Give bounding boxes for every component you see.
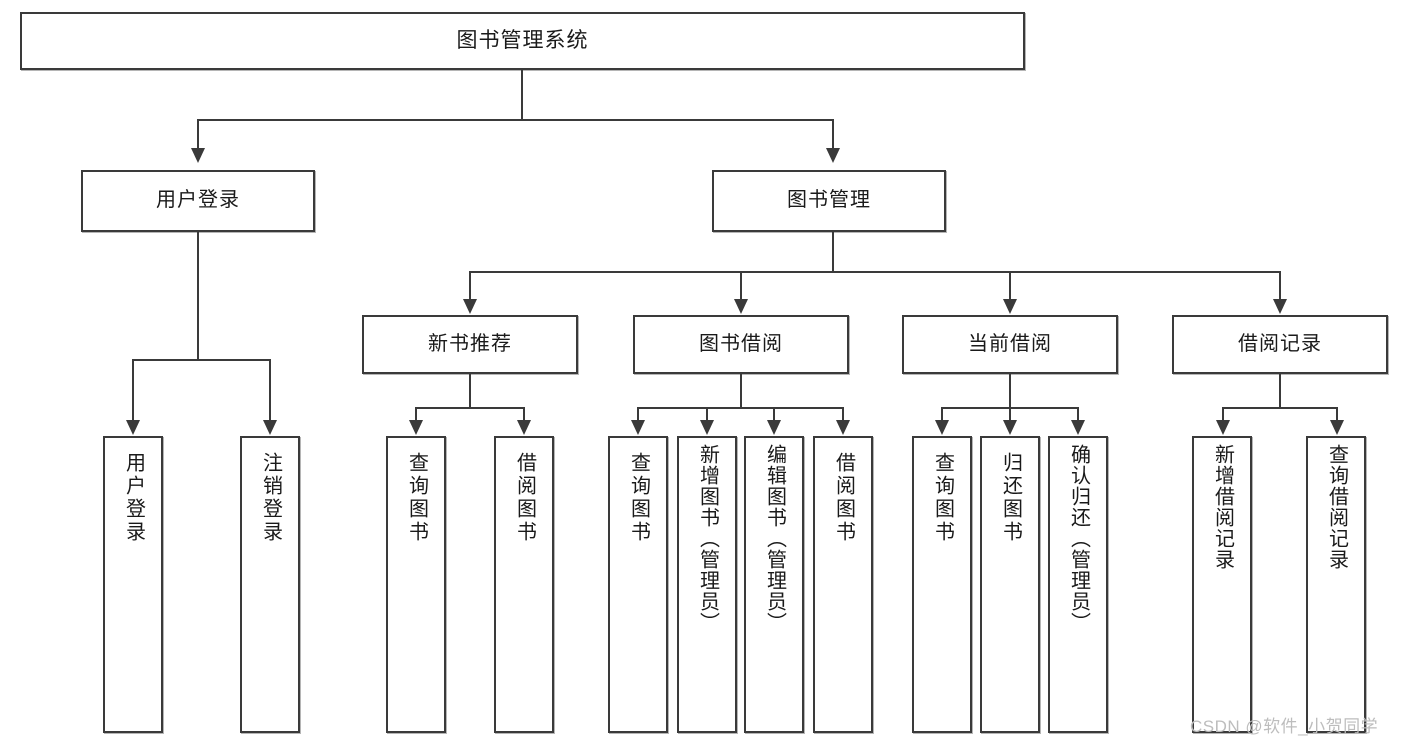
connector-br-branch-1 [1222, 407, 1224, 421]
node-label: 图书借阅 [699, 332, 783, 355]
node-label: 图书管理 [787, 189, 871, 212]
arrow-to-cb-leaf-1 [935, 420, 949, 435]
connector-nbr-stem [469, 374, 471, 408]
leaf-br-add-record[interactable]: 新增借阅记录 [1192, 436, 1252, 733]
node-label: 借阅图书 [832, 452, 855, 544]
arrow-to-logout-leaf [263, 420, 277, 435]
node-book-borrow[interactable]: 图书借阅 [633, 315, 849, 374]
arrow-to-nbr-leaf-1 [409, 420, 423, 435]
arrow-to-bb-leaf-3 [767, 420, 781, 435]
arrow-to-br-leaf-2 [1330, 420, 1344, 435]
connector-cb-branch-1 [941, 407, 943, 421]
node-book-management[interactable]: 图书管理 [712, 170, 946, 232]
leaf-nbr-borrow-book[interactable]: 借阅图书 [494, 436, 554, 733]
connector-cb-branch-2 [1009, 407, 1011, 421]
node-label: 当前借阅 [968, 332, 1052, 355]
connector-root-to-book-management [832, 119, 834, 149]
node-label: 查询图书 [405, 452, 428, 544]
node-label: 借阅图书 [513, 452, 536, 544]
connector-bm-branch-1 [469, 271, 471, 300]
node-label: 查询借阅记录 [1325, 444, 1348, 570]
node-root-book-management-system[interactable]: 图书管理系统 [20, 12, 1025, 70]
connector-book-management-bus [469, 271, 1281, 273]
connector-bb-branch-4 [842, 407, 844, 421]
connector-bb-branch-3 [773, 407, 775, 421]
node-label: 查询图书 [931, 452, 954, 544]
node-current-borrow[interactable]: 当前借阅 [902, 315, 1118, 374]
leaf-logout[interactable]: 注销登录 [240, 436, 300, 733]
connector-book-management-stem [832, 232, 834, 272]
connector-cb-branch-3 [1077, 407, 1079, 421]
node-label: 新增图书（管理员） [696, 444, 719, 633]
connector-bb-stem [740, 374, 742, 408]
arrow-to-user-login-leaf [126, 420, 140, 435]
node-label: 确认归还（管理员） [1067, 444, 1090, 633]
connector-bb-bus [637, 407, 843, 409]
connector-br-bus [1222, 407, 1337, 409]
connector-cb-stem [1009, 374, 1011, 408]
connector-user-login-bus [132, 359, 270, 361]
arrow-to-borrow-record [1273, 299, 1287, 314]
node-label: 归还图书 [999, 452, 1022, 544]
connector-user-login-branch-1 [132, 359, 134, 421]
arrow-to-book-borrow [734, 299, 748, 314]
node-new-book-recommend[interactable]: 新书推荐 [362, 315, 578, 374]
arrow-to-cb-leaf-2 [1003, 420, 1017, 435]
arrow-to-book-management [826, 148, 840, 163]
connector-bb-branch-1 [637, 407, 639, 421]
node-label: 新增借阅记录 [1211, 444, 1234, 570]
arrow-to-new-book-recommend [463, 299, 477, 314]
node-label: 查询图书 [627, 452, 650, 544]
leaf-br-query-record[interactable]: 查询借阅记录 [1306, 436, 1366, 733]
node-label: 用户登录 [122, 452, 145, 544]
node-label: 注销登录 [259, 452, 282, 544]
leaf-bb-borrow-book[interactable]: 借阅图书 [813, 436, 873, 733]
arrow-to-cb-leaf-3 [1071, 420, 1085, 435]
leaf-cb-query-book[interactable]: 查询图书 [912, 436, 972, 733]
connector-nbr-branch-2 [523, 407, 525, 421]
node-label: 编辑图书（管理员） [763, 444, 786, 633]
connector-root-bus [197, 119, 834, 121]
node-label: 新书推荐 [428, 332, 512, 355]
connector-nbr-bus [415, 407, 524, 409]
arrow-to-bb-leaf-1 [631, 420, 645, 435]
arrow-to-nbr-leaf-2 [517, 420, 531, 435]
connector-root-stem [521, 70, 523, 120]
arrow-to-current-borrow [1003, 299, 1017, 314]
connector-nbr-branch-1 [415, 407, 417, 421]
node-borrow-record[interactable]: 借阅记录 [1172, 315, 1388, 374]
connector-user-login-stem [197, 232, 199, 360]
connector-br-stem [1279, 374, 1281, 408]
leaf-bb-edit-book-admin[interactable]: 编辑图书（管理员） [744, 436, 804, 733]
connector-br-branch-2 [1336, 407, 1338, 421]
connector-root-to-user-login [197, 119, 199, 149]
arrow-to-user-login [191, 148, 205, 163]
connector-bb-branch-2 [706, 407, 708, 421]
node-label: 图书管理系统 [456, 28, 589, 52]
leaf-cb-return-book[interactable]: 归还图书 [980, 436, 1040, 733]
arrow-to-bb-leaf-2 [700, 420, 714, 435]
node-user-login[interactable]: 用户登录 [81, 170, 315, 232]
connector-bm-branch-2 [740, 271, 742, 300]
node-label: 用户登录 [156, 189, 240, 212]
connector-user-login-branch-2 [269, 359, 271, 421]
leaf-nbr-query-book[interactable]: 查询图书 [386, 436, 446, 733]
leaf-cb-confirm-return-admin[interactable]: 确认归还（管理员） [1048, 436, 1108, 733]
connector-bm-branch-4 [1279, 271, 1281, 300]
leaf-bb-query-book[interactable]: 查询图书 [608, 436, 668, 733]
leaf-user-login[interactable]: 用户登录 [103, 436, 163, 733]
connector-bm-branch-3 [1009, 271, 1011, 300]
leaf-bb-add-book-admin[interactable]: 新增图书（管理员） [677, 436, 737, 733]
node-label: 借阅记录 [1238, 332, 1322, 355]
arrow-to-br-leaf-1 [1216, 420, 1230, 435]
arrow-to-bb-leaf-4 [836, 420, 850, 435]
